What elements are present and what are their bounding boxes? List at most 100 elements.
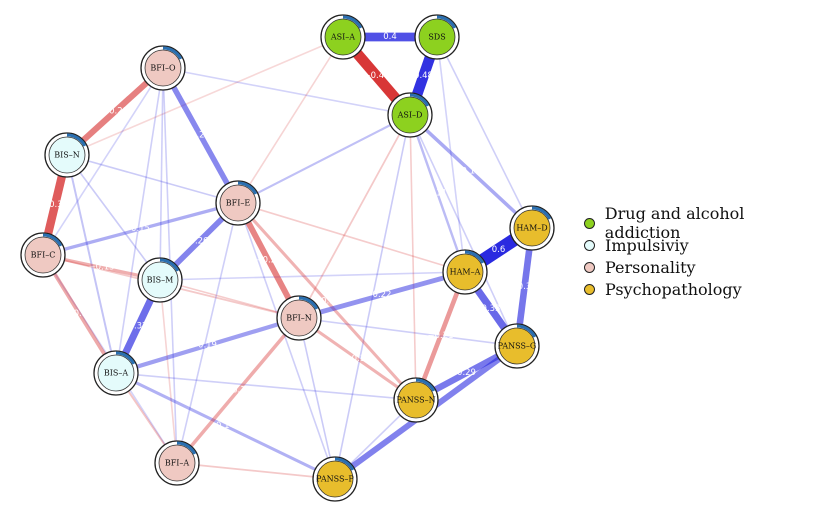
edge-weight-label: 0.33	[482, 304, 501, 314]
node-pie-arc	[516, 324, 537, 338]
node-label: BFI–O	[150, 64, 176, 73]
edge-bis-a-bfi-n	[115, 315, 300, 376]
node-pie-arc	[436, 15, 457, 29]
node-pie-arc	[298, 296, 319, 310]
node-pie-arc	[464, 250, 485, 264]
edge-bfi-e-asi-d	[237, 114, 411, 204]
node-ham-d: HAM–D	[509, 205, 555, 251]
node-pie-arc	[115, 351, 136, 365]
edge-weight-label: 0.48	[414, 71, 433, 81]
edge-bis-n-bis-m	[66, 154, 161, 281]
edge-bis-m-bfi-n	[159, 279, 300, 319]
legend-label-impulsivity: Impulsiviy	[605, 235, 689, 255]
node-pie-arc	[342, 15, 363, 29]
edge-bis-m-ham-a	[159, 271, 466, 281]
node-asi-d: ASI–D	[387, 92, 433, 138]
edge-weight-label: −0.15	[88, 263, 114, 273]
node-label: BIS–A	[104, 369, 129, 378]
edge-weight-label: 0.11	[428, 189, 447, 199]
node-fill	[141, 261, 179, 299]
node-pie-arc	[159, 258, 180, 272]
edge-bfi-c-bfi-e	[42, 201, 239, 257]
node-sds: SDS	[414, 14, 460, 60]
node-pie-arc	[66, 133, 87, 147]
edge-weight-label: −0.14	[344, 354, 370, 364]
legend-item-drug: Drug and alcohol addiction	[584, 204, 820, 242]
node-panss-n: PANSS–N	[393, 377, 439, 423]
node-bfi-n: BFI–N	[276, 295, 322, 341]
legend-item-psychopathology: Psychopathology	[584, 278, 820, 300]
node-label: BFI–C	[31, 251, 56, 260]
edge-bfi-c-bis-a	[41, 254, 118, 374]
edge-bfi-n-asi-d	[298, 114, 411, 319]
node-fill	[144, 49, 182, 87]
edge-ham-a-panss-n	[413, 271, 468, 401]
edge-bfi-o-bis-m	[159, 67, 164, 281]
node-fill	[219, 184, 257, 222]
edge-asi-d-panss-g	[409, 114, 518, 347]
edge-bfi-e-panss-n	[236, 201, 418, 402]
edge-weight-label: 0.32	[129, 322, 148, 332]
node-label: BFI–A	[165, 459, 190, 468]
edge-bfi-a-panss-p	[176, 462, 336, 480]
edge-weight-label: 0.3	[518, 282, 532, 292]
edge-bfi-o-bfi-e	[160, 66, 241, 205]
edge-weight-label: 0.14	[216, 421, 235, 431]
edge-bfi-n-ham-a	[298, 269, 466, 321]
legend-item-personality: Personality	[584, 256, 820, 278]
edge-sds-ham-a	[436, 36, 466, 273]
edge-bfi-n-panss-p	[298, 317, 336, 480]
edge-weight-label: −0.14	[314, 297, 340, 307]
node-pie-arc	[531, 206, 552, 220]
node-fill	[158, 444, 196, 482]
node-fill	[324, 18, 362, 56]
legend-swatch-psychopathology	[584, 283, 595, 295]
edge-weight-label: 0.16	[462, 167, 481, 177]
edge-weight-label: 0.22	[373, 290, 392, 300]
edge-weight-label: 0.26	[190, 237, 209, 247]
node-fill	[391, 96, 429, 134]
node-bis-n: BIS–N	[44, 132, 90, 178]
edge-bfi-n-panss-g	[298, 317, 518, 347]
edge-bfi-o-bis-a	[115, 67, 164, 374]
legend-swatch-personality	[584, 261, 595, 273]
node-label: PANSS–P	[316, 475, 354, 484]
node-fill	[280, 299, 318, 337]
edge-asi-d-panss-n	[409, 114, 417, 401]
node-panss-p: PANSS–P	[312, 456, 358, 502]
edge-weight-label: 0.4	[383, 32, 397, 42]
node-pie-arc	[162, 46, 183, 60]
legend-item-impulsivity: Impulsiviy	[584, 234, 820, 256]
node-label: PANSS–G	[498, 342, 537, 351]
edge-bfi-o-asi-d	[162, 67, 411, 116]
edge-bis-a-panss-p	[115, 371, 336, 481]
edge-bfi-o-bfi-c	[42, 67, 164, 256]
node-pie-arc	[176, 441, 197, 455]
edge-bfi-e-ham-a	[237, 202, 466, 273]
node-pie-arc	[42, 233, 63, 247]
edge-bfi-a-bfi-e	[176, 202, 239, 464]
edge-weight-label: −0.17	[66, 309, 92, 319]
edge-weight-label: 0.25	[191, 131, 210, 141]
edge-bis-a-panss-n	[115, 372, 417, 401]
node-fill	[418, 18, 456, 56]
edge-weight-label: −0.27	[255, 256, 281, 266]
legend-swatch-drug	[584, 217, 595, 229]
legend-label-psychopathology: Psychopathology	[605, 279, 742, 299]
edge-weight-label: 0.15	[131, 224, 150, 234]
edge-weight-label: −0.48	[363, 71, 389, 81]
node-bfi-a: BFI–A	[154, 440, 200, 486]
edge-asi-d-ham-a	[408, 114, 467, 273]
node-pie-arc	[334, 457, 355, 471]
edge-bfi-n-panss-n	[298, 316, 417, 402]
node-fill	[498, 327, 536, 365]
edge-weight-label: 0.19	[198, 341, 217, 351]
node-ham-a: HAM–A	[442, 249, 488, 295]
node-bis-m: BIS–M	[137, 257, 183, 303]
node-pie-arc	[237, 181, 258, 195]
edge-bis-m-bfi-a	[159, 279, 178, 464]
node-fill	[48, 136, 86, 174]
edge-asi-a-bfi-e	[237, 36, 344, 204]
